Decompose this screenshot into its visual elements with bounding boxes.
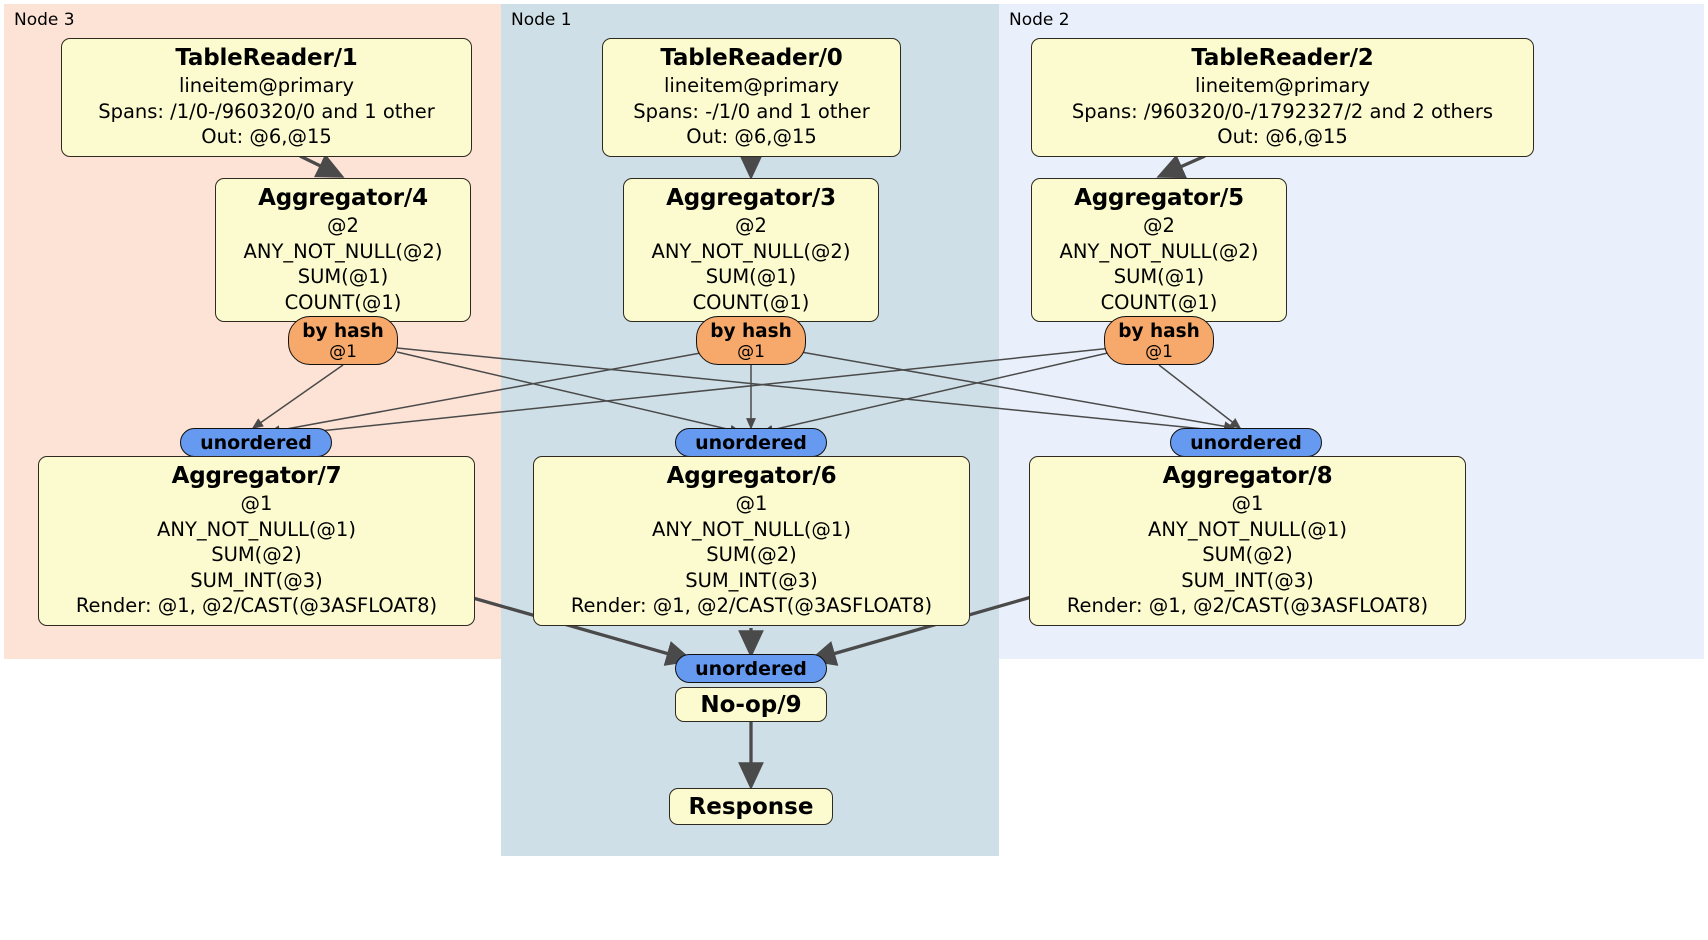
region-label-node-2: Node 2: [1009, 10, 1070, 30]
router-label: unordered: [200, 431, 312, 454]
processor-detail-line: COUNT(@1): [692, 290, 810, 314]
processor-title: TableReader/1: [175, 45, 358, 71]
processor-detail-line: ANY_NOT_NULL(@1): [652, 517, 851, 541]
router-label: by hash: [1118, 320, 1200, 342]
router-unordered-right[interactable]: unordered: [1170, 428, 1322, 457]
router-by-hash-left[interactable]: by hash @1: [288, 316, 398, 365]
processor-detail-line: Spans: /960320/0-/1792327/2 and 2 others: [1071, 99, 1494, 123]
processor-aggregator-7[interactable]: Aggregator/7 @1 ANY_NOT_NULL(@1) SUM(@2)…: [38, 456, 475, 626]
processor-detail-line: ANY_NOT_NULL(@1): [1148, 517, 1347, 541]
processor-title: TableReader/0: [660, 45, 843, 71]
processor-detail-line: SUM_INT(@3): [190, 568, 323, 592]
processor-detail-line: lineitem@primary: [663, 74, 840, 97]
router-column: @1: [737, 341, 765, 362]
router-column: @1: [1145, 341, 1173, 362]
router-label: unordered: [695, 431, 807, 454]
processor-detail-line: Render: @1, @2/CAST(@3ASFLOAT8): [75, 594, 438, 617]
router-label: unordered: [1190, 431, 1302, 454]
router-column: @1: [329, 341, 357, 362]
router-unordered-left[interactable]: unordered: [180, 428, 332, 457]
processor-title: TableReader/2: [1191, 45, 1374, 71]
processor-title: Aggregator/6: [666, 463, 837, 489]
processor-detail-line: Render: @1, @2/CAST(@3ASFLOAT8): [1066, 594, 1429, 617]
processor-detail-line: SUM(@2): [1202, 543, 1293, 566]
processor-detail-line: Out: @6,@15: [1217, 125, 1348, 148]
router-by-hash-mid[interactable]: by hash @1: [696, 316, 806, 365]
processor-aggregator-3[interactable]: Aggregator/3 @2 ANY_NOT_NULL(@2) SUM(@1)…: [623, 178, 879, 322]
processor-aggregator-8[interactable]: Aggregator/8 @1 ANY_NOT_NULL(@1) SUM(@2)…: [1029, 456, 1466, 626]
processor-detail-line: @2: [1143, 214, 1175, 237]
router-by-hash-right[interactable]: by hash @1: [1104, 316, 1214, 365]
processor-detail-line: Spans: /1/0-/960320/0 and 1 other: [98, 99, 435, 123]
processor-detail-line: Spans: -/1/0 and 1 other: [633, 99, 870, 123]
processor-detail-line: SUM(@2): [211, 543, 302, 566]
router-label: by hash: [302, 320, 384, 342]
processor-detail-line: SUM_INT(@3): [1181, 568, 1314, 592]
processor-table-reader-0[interactable]: TableReader/0 lineitem@primary Spans: -/…: [602, 38, 901, 157]
processor-detail-line: Out: @6,@15: [201, 125, 332, 148]
processor-aggregator-5[interactable]: Aggregator/5 @2 ANY_NOT_NULL(@2) SUM(@1)…: [1031, 178, 1287, 322]
processor-title: Aggregator/8: [1162, 463, 1333, 489]
processor-title: Aggregator/3: [666, 185, 836, 211]
processor-table-reader-2[interactable]: TableReader/2 lineitem@primary Spans: /9…: [1031, 38, 1534, 157]
processor-title: Aggregator/4: [258, 185, 428, 211]
processor-detail-line: Render: @1, @2/CAST(@3ASFLOAT8): [570, 594, 933, 617]
processor-detail-line: @2: [327, 214, 359, 237]
processor-aggregator-4[interactable]: Aggregator/4 @2 ANY_NOT_NULL(@2) SUM(@1)…: [215, 178, 471, 322]
processor-response[interactable]: Response: [669, 788, 833, 825]
processor-detail-line: SUM_INT(@3): [685, 568, 818, 592]
processor-title: Response: [688, 793, 814, 820]
processor-detail-line: ANY_NOT_NULL(@1): [157, 517, 356, 541]
region-label-node-3: Node 3: [14, 10, 75, 30]
processor-title: No-op/9: [700, 691, 802, 718]
router-unordered-mid[interactable]: unordered: [675, 428, 827, 457]
processor-title: Aggregator/5: [1074, 185, 1244, 211]
processor-aggregator-6[interactable]: Aggregator/6 @1 ANY_NOT_NULL(@1) SUM(@2)…: [533, 456, 970, 626]
processor-detail-line: lineitem@primary: [1194, 74, 1371, 97]
processor-detail-line: COUNT(@1): [1100, 290, 1218, 314]
processor-detail-line: ANY_NOT_NULL(@2): [243, 239, 443, 263]
processor-detail-line: ANY_NOT_NULL(@2): [651, 239, 851, 263]
router-label: by hash: [710, 320, 792, 342]
router-label: unordered: [695, 657, 807, 680]
processor-detail-line: ANY_NOT_NULL(@2): [1059, 239, 1259, 263]
processor-detail-line: lineitem@primary: [178, 74, 355, 97]
processor-title: Aggregator/7: [171, 463, 342, 489]
processor-detail-line: SUM(@1): [1113, 265, 1205, 288]
processor-detail-line: @1: [240, 492, 273, 515]
processor-detail-line: SUM(@2): [706, 543, 797, 566]
processor-no-op-9[interactable]: No-op/9: [675, 687, 827, 722]
processor-detail-line: Out: @6,@15: [686, 125, 817, 148]
processor-detail-line: @1: [1231, 492, 1264, 515]
processor-table-reader-1[interactable]: TableReader/1 lineitem@primary Spans: /1…: [61, 38, 472, 157]
processor-detail-line: SUM(@1): [705, 265, 797, 288]
processor-detail-line: COUNT(@1): [284, 290, 402, 314]
processor-detail-line: SUM(@1): [297, 265, 389, 288]
router-unordered-final[interactable]: unordered: [675, 654, 827, 683]
processor-detail-line: @1: [735, 492, 768, 515]
processor-detail-line: @2: [735, 214, 767, 237]
region-label-node-1: Node 1: [511, 10, 572, 30]
